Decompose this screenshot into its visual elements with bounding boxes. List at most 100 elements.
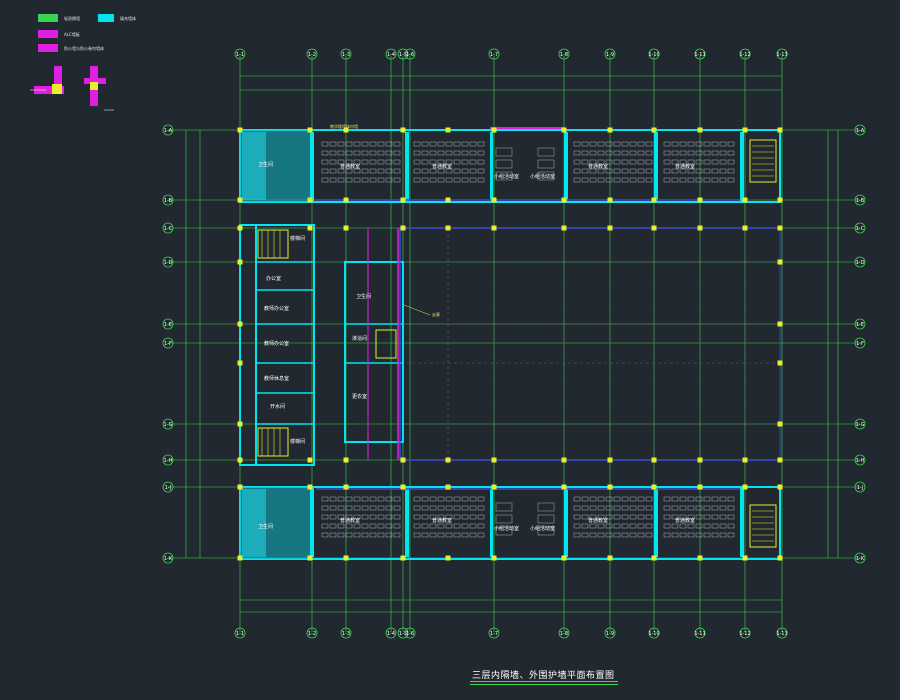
column [491, 484, 497, 490]
desk [663, 523, 671, 529]
desk [719, 523, 727, 529]
desk [393, 159, 401, 165]
desk [361, 150, 369, 156]
desk [337, 177, 345, 183]
desk [613, 177, 621, 183]
axis-label-v-bottom: 1-5 [399, 631, 407, 637]
room-label-small-bottom-1: 小组活动室 [494, 525, 519, 532]
desk [703, 150, 711, 156]
column [445, 457, 451, 463]
desk [621, 141, 629, 147]
legend-swatch-infill [98, 14, 114, 22]
desk [645, 177, 653, 183]
desk [629, 532, 637, 538]
axis-bubble-h-right [854, 418, 866, 430]
axis-label-v-top: 1-11 [694, 52, 705, 58]
column [343, 484, 349, 490]
desk [453, 168, 461, 174]
axis-label-h-right: 1-D [856, 260, 865, 266]
desk [469, 177, 477, 183]
desk [703, 505, 711, 511]
column [777, 555, 783, 561]
desk [703, 177, 711, 183]
desk [605, 141, 613, 147]
axis-bubble-v-bottom [234, 627, 246, 639]
desk [393, 505, 401, 511]
desk [437, 159, 445, 165]
desk [393, 141, 401, 147]
desk [429, 150, 437, 156]
desk [445, 514, 453, 520]
desk [537, 147, 555, 157]
column [491, 225, 497, 231]
legend-label-firewall: 防火墙与防火卷帘墙体 [64, 46, 104, 51]
axis-label-h-left: 1-F [164, 341, 172, 347]
room-label-top-2: 普通教室 [432, 163, 452, 170]
column [697, 484, 703, 490]
desk [537, 526, 555, 536]
desk [679, 496, 687, 502]
desk [461, 168, 469, 174]
desk [385, 141, 393, 147]
column [237, 457, 243, 463]
desk [437, 168, 445, 174]
axis-label-h-right: 1-K [856, 556, 865, 562]
desk [663, 177, 671, 183]
desk [453, 159, 461, 165]
column [307, 197, 313, 203]
desk [597, 505, 605, 511]
room-label-center-1: 卫生间 [356, 293, 371, 300]
desk [711, 150, 719, 156]
legend-detail-sketch [30, 66, 114, 111]
desk [637, 177, 645, 183]
desk [469, 159, 477, 165]
axis-label-v-bottom: 1-13 [776, 631, 787, 637]
desk [421, 159, 429, 165]
desk [663, 496, 671, 502]
desk [361, 523, 369, 529]
desk [671, 159, 679, 165]
desk [679, 177, 687, 183]
desk [597, 514, 605, 520]
desk [337, 150, 345, 156]
room-label-top-1: 普通教室 [340, 163, 360, 170]
column [777, 259, 783, 265]
column [307, 127, 313, 133]
dimension-lines [185, 75, 839, 613]
desk [573, 168, 581, 174]
desk [495, 526, 513, 536]
column [561, 555, 567, 561]
column [491, 197, 497, 203]
desk [385, 150, 393, 156]
desk [537, 502, 555, 512]
axis-bubble-v-bottom [404, 627, 416, 639]
room-label-bottom-3: 普通教室 [588, 517, 608, 524]
desk [477, 496, 485, 502]
desk [613, 523, 621, 529]
desk [413, 150, 421, 156]
axis-label-h-right: 1-F [856, 341, 864, 347]
desk [353, 141, 361, 147]
desk [329, 168, 337, 174]
desk [687, 514, 695, 520]
axis-bubble-v-bottom [739, 627, 751, 639]
desk [645, 141, 653, 147]
desk [629, 514, 637, 520]
desk [377, 177, 385, 183]
desk [719, 532, 727, 538]
axis-grid-vertical [239, 56, 783, 632]
legend-label-alc: ALC墙板 [64, 32, 80, 37]
desk [361, 168, 369, 174]
column [237, 127, 243, 133]
desk [385, 168, 393, 174]
desk [461, 177, 469, 183]
axis-label-h-left: 1-C [164, 226, 173, 232]
room-labels: 普通教室 普通教室 普通教室 普通教室 小组活动室 小组活动室 普通教室 普通教… [258, 161, 695, 532]
column [777, 421, 783, 427]
desk [695, 168, 703, 174]
axis-bubble-v-bottom [558, 627, 570, 639]
desk [589, 514, 597, 520]
column [777, 225, 783, 231]
desk [679, 150, 687, 156]
column [607, 225, 613, 231]
